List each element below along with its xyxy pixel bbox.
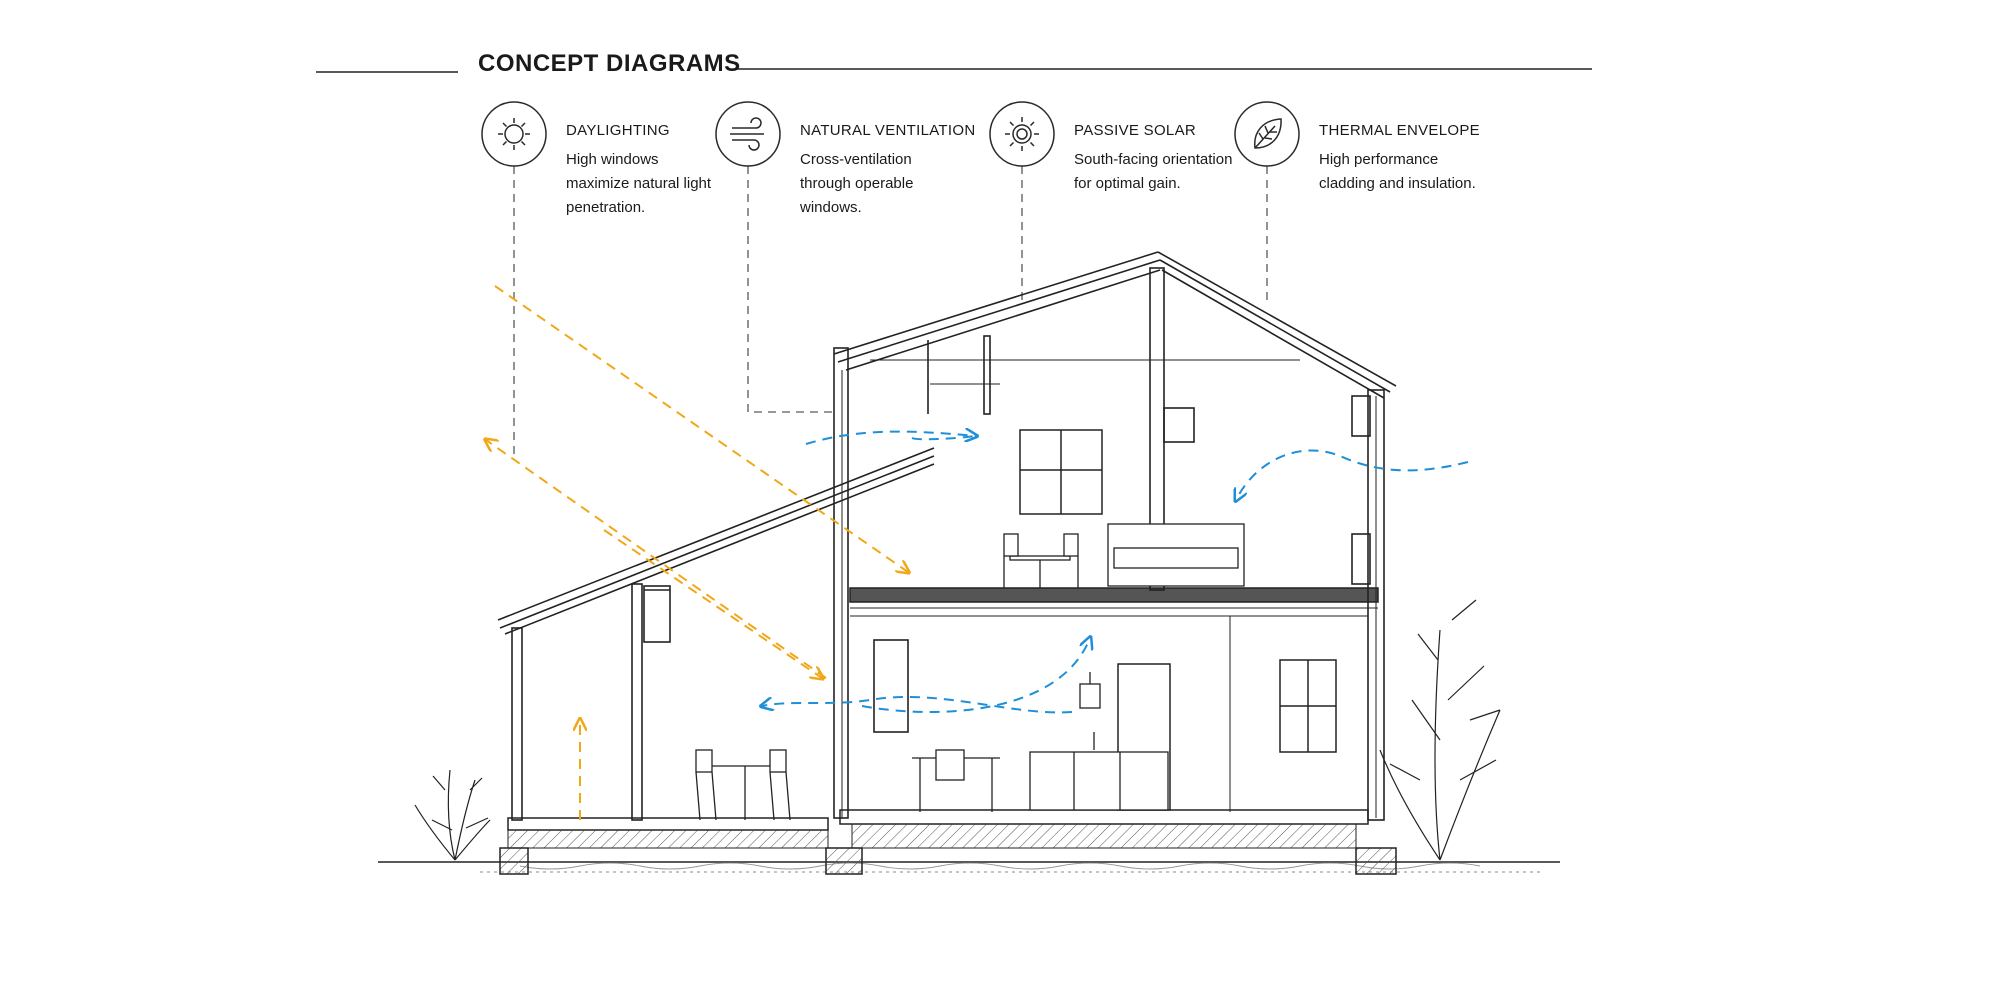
solar-icon xyxy=(990,102,1054,166)
lean-to-structure xyxy=(497,447,935,821)
sun-icon xyxy=(482,102,546,166)
ground-furniture xyxy=(695,672,1169,821)
concept-title: PASSIVE SOLAR xyxy=(1074,122,1197,139)
floor-slabs xyxy=(507,587,1379,849)
concept-description: South-facing orientation for optimal gai… xyxy=(1074,151,1233,192)
concept-description: High windows maximize natural light pene… xyxy=(566,151,712,216)
concept-title: DAYLIGHTING xyxy=(566,122,670,139)
leader-lines xyxy=(513,166,1268,456)
page-title: CONCEPT DIAGRAMS xyxy=(478,50,741,77)
upper-window xyxy=(1019,429,1103,515)
solar-arrows xyxy=(486,285,908,820)
ventilation-arrows xyxy=(762,432,1469,714)
wind-icon xyxy=(716,102,780,166)
footings xyxy=(499,847,1397,875)
concept-description: High performance cladding and insulation… xyxy=(1319,151,1476,192)
leaf-icon xyxy=(1235,102,1299,166)
main-structure xyxy=(833,251,1397,821)
concept-icons xyxy=(481,101,1300,167)
concept-title: THERMAL ENVELOPE xyxy=(1319,122,1480,139)
upper-furniture xyxy=(1003,523,1245,588)
concept-description: Cross-ventilation through operable windo… xyxy=(800,151,914,216)
plants xyxy=(414,599,1501,861)
concept-title: NATURAL VENTILATION xyxy=(800,122,976,139)
